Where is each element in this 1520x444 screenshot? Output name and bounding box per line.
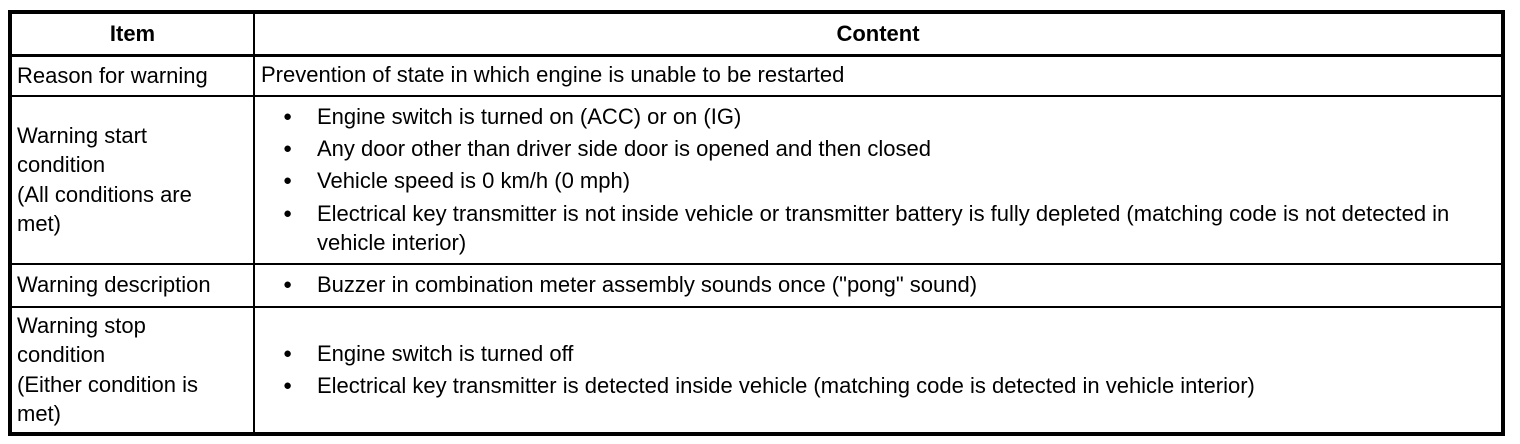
column-header-content: Content (253, 11, 1504, 57)
start-condition-list: ● Engine switch is turned on (ACC) or on… (261, 102, 1489, 257)
list-item-text: Electrical key transmitter is not inside… (317, 200, 1450, 255)
bullet-icon: ● (283, 204, 293, 222)
list-item-text: Any door other than driver side door is … (317, 136, 931, 162)
list-item: ● Electrical key transmitter is not insi… (283, 199, 1489, 258)
list-item-text: Buzzer in combination meter assembly sou… (317, 272, 978, 298)
bullet-icon: ● (283, 377, 293, 394)
list-item-text: Vehicle speed is 0 km/h (0 mph) (317, 168, 631, 194)
table-row-stop-condition: Warning stop condition (Either condition… (9, 305, 1504, 435)
warning-spec-table: Item Content Reason for warning Preventi… (8, 10, 1505, 436)
item-cell-start-condition: Warning start condition (All conditions … (9, 94, 255, 265)
content-cell-reason: Prevention of state in which engine is u… (253, 54, 1504, 97)
column-header-item: Item (9, 11, 255, 57)
reason-text: Prevention of state in which engine is u… (261, 62, 845, 88)
bullet-icon: ● (283, 172, 293, 190)
item-cell-description: Warning description (9, 262, 255, 308)
list-item: ● Electrical key transmitter is detected… (283, 371, 1489, 400)
content-cell-start-condition: ● Engine switch is turned on (ACC) or on… (253, 94, 1504, 265)
table-header-row: Item Content (9, 11, 1504, 57)
list-item: ● Engine switch is turned off (283, 339, 1489, 368)
bullet-icon: ● (283, 140, 293, 158)
list-item-text: Engine switch is turned on (ACC) or on (… (317, 103, 742, 129)
list-item-text: Engine switch is turned off (317, 340, 574, 366)
table-row-description: Warning description ● Buzzer in combinat… (9, 262, 1504, 308)
bullet-icon: ● (283, 276, 293, 294)
list-item: ● Buzzer in combination meter assembly s… (283, 270, 1489, 299)
item-cell-reason: Reason for warning (9, 54, 255, 97)
table-row-start-condition: Warning start condition (All conditions … (9, 94, 1504, 265)
list-item: ● Engine switch is turned on (ACC) or on… (283, 102, 1489, 131)
bullet-icon: ● (283, 107, 293, 125)
list-item: ● Vehicle speed is 0 km/h (0 mph) (283, 166, 1489, 195)
list-item: ● Any door other than driver side door i… (283, 134, 1489, 163)
content-cell-description: ● Buzzer in combination meter assembly s… (253, 262, 1504, 308)
content-cell-stop-condition: ● Engine switch is turned off ● Electric… (253, 305, 1504, 435)
bullet-icon: ● (283, 344, 293, 362)
table-row-reason: Reason for warning Prevention of state i… (9, 54, 1504, 97)
description-list: ● Buzzer in combination meter assembly s… (261, 270, 1489, 299)
list-item-text: Electrical key transmitter is detected i… (317, 373, 1255, 398)
item-cell-stop-condition: Warning stop condition (Either condition… (9, 305, 255, 435)
stop-condition-list: ● Engine switch is turned off ● Electric… (261, 339, 1489, 401)
